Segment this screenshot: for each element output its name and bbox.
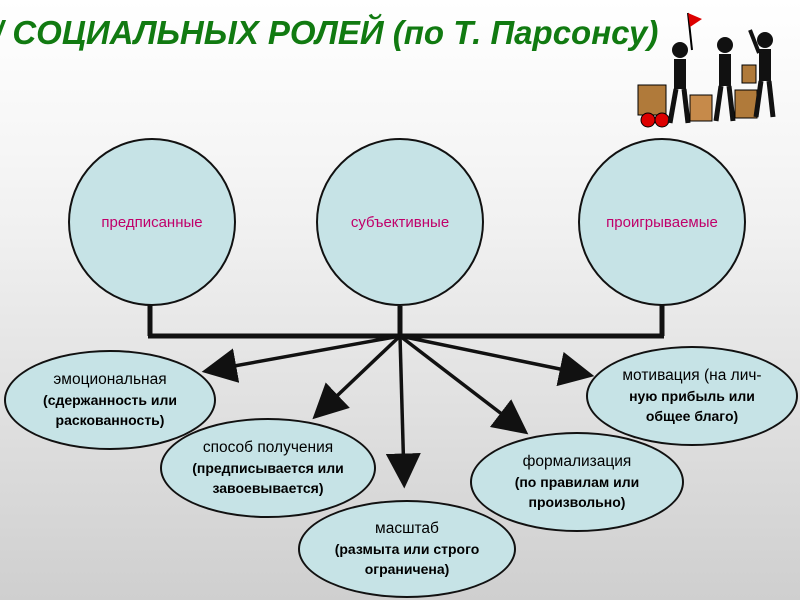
node-detail: (предписывается или (192, 460, 344, 476)
arrow-to-scale (385, 335, 421, 489)
node-detail: завоевывается) (212, 480, 324, 496)
node-motivation: мотивация (на лич- ную прибыль или общее… (586, 346, 798, 446)
node-detail: общее благо) (645, 408, 739, 424)
role-circle-played: проигрываемые (578, 138, 746, 306)
node-title: мотивация (на лич- (622, 367, 762, 384)
role-circle-prescribed: предписанные (68, 138, 236, 306)
node-detail: (сдержанность или (43, 392, 177, 408)
node-detail: (размыта или строго (334, 541, 480, 557)
node-scale: масштаб (размыта или строго ограничена) (298, 500, 516, 598)
arrow-to-emotional (201, 334, 401, 383)
node-emotional: эмоциональная (сдержанность или раскован… (4, 350, 216, 450)
role-circle-label: предписанные (101, 213, 203, 231)
node-detail: (по правилам или (514, 474, 640, 490)
node-detail: ограничена) (364, 561, 450, 577)
node-detail: раскованность) (55, 412, 165, 428)
arrow-to-motivation (399, 334, 595, 387)
people-clipart-image (637, 12, 776, 128)
slide-title: / СОЦИАЛЬНЫХ РОЛЕЙ (по Т. Парсонсу) (0, 14, 659, 51)
role-circle-label: проигрываемые (606, 213, 718, 231)
node-detail: произвольно) (528, 494, 626, 510)
arrow-to-formalization (398, 334, 529, 435)
role-circle-label: субъективные (350, 213, 450, 231)
node-title: эмоциональная (53, 371, 167, 388)
arrow-to-method (312, 334, 402, 420)
node-formalization: формализация (по правилам или произвольн… (470, 432, 684, 532)
node-title: формализация (522, 453, 632, 470)
node-title: способ получения (202, 439, 334, 456)
role-circle-subjective: субъективные (316, 138, 484, 306)
node-title: масштаб (375, 520, 439, 537)
node-method: способ получения (предписывается или зав… (160, 418, 376, 518)
node-detail: ную прибыль или (629, 388, 755, 404)
